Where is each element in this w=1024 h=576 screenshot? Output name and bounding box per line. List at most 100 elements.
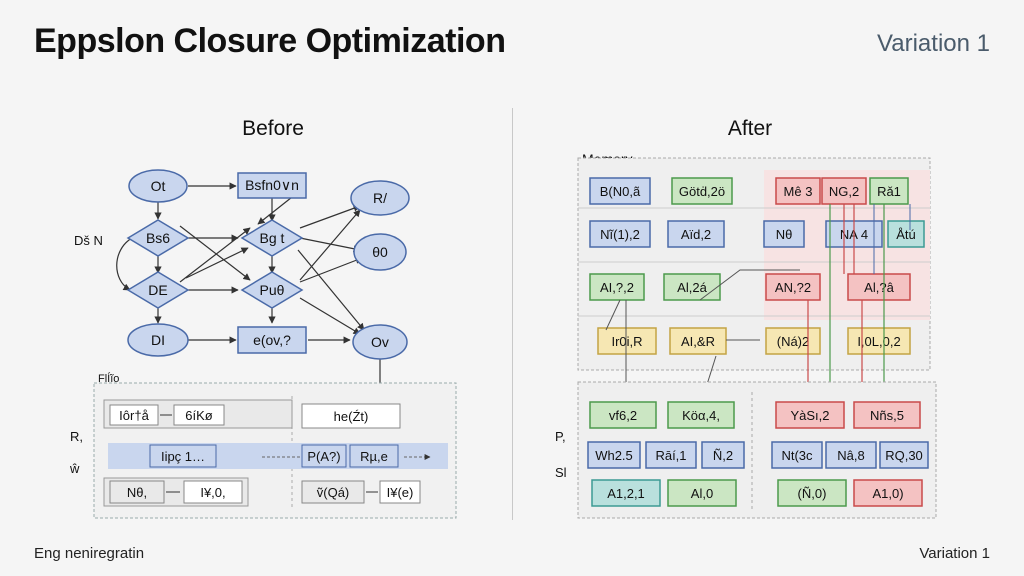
after-green-connectors [826, 204, 888, 401]
node-n4[interactable] [126, 219, 190, 257]
mem-r3-c1-label: AI,?,2 [600, 280, 634, 295]
after-b1-c2[interactable] [667, 401, 735, 429]
mem-r2-c5-label: Åtú [896, 227, 916, 242]
mem-r3-c1[interactable] [589, 273, 645, 301]
after-b3-c1-label: A1,2,1 [607, 486, 645, 501]
node-n11[interactable] [352, 324, 408, 360]
node-n9-label: DI [151, 332, 165, 348]
after-b2-c6-label: RQ,30 [885, 448, 923, 463]
mem-r4-c3-label: (Ná)2 [777, 334, 810, 349]
node-n11-label: Ov [371, 334, 389, 350]
after-b3-c1[interactable] [591, 479, 661, 507]
after-b1-c3[interactable] [775, 401, 845, 429]
mem-r2-c1-label: Nĩ(1),2 [600, 227, 640, 242]
after-b3-c3-label: (Ñ,0) [798, 486, 827, 501]
before-cell-r1b-label: 6íKø [185, 408, 213, 423]
mem-r3-c3-label: AN,?2 [775, 280, 811, 295]
node-n6-label: θ0 [372, 244, 388, 260]
after-b3-c3[interactable] [777, 479, 847, 507]
mem-r2-c2[interactable] [667, 220, 725, 248]
before-edges [116, 182, 384, 400]
before-cell-r3b[interactable] [183, 480, 243, 504]
node-n5-label: Bg t [260, 230, 285, 246]
after-heading: After [728, 117, 772, 140]
before-cell-r3d-label: I¥(e) [387, 485, 414, 500]
footer-caption: Eng neniregratin [34, 545, 145, 562]
after-b2-c1[interactable] [587, 441, 641, 469]
before-cell-r2c[interactable] [349, 444, 399, 468]
node-n3-label: R/ [373, 190, 387, 206]
after-b3-c4-label: A1,0) [872, 486, 903, 501]
before-cell-r1a[interactable] [109, 404, 159, 426]
node-n1[interactable] [128, 169, 188, 203]
mem-r3-c4[interactable] [847, 273, 911, 301]
mem-r4-c2-label: AI,&R [681, 334, 715, 349]
mem-r2-c1[interactable] [589, 220, 651, 248]
after-b2-c2-label: Rāí,1 [655, 448, 686, 463]
after-b1-c1-label: vf6,2 [609, 408, 637, 423]
before-cell-r1a-label: Iôr†å [119, 408, 149, 423]
before-cell-r1b[interactable] [173, 404, 225, 426]
after-b3-c4[interactable] [853, 479, 923, 507]
mem-r2-c3[interactable] [763, 220, 805, 248]
mem-r4-c1[interactable] [597, 327, 657, 355]
node-n10[interactable] [237, 326, 307, 354]
mem-r4-c2[interactable] [669, 327, 727, 355]
after-b2-c3[interactable] [701, 441, 745, 469]
after-b2-c5-label: Nâ,8 [837, 448, 864, 463]
node-n1-label: Ot [151, 178, 166, 194]
before-cell-r3c[interactable] [301, 480, 365, 504]
before-heading: Before [242, 117, 304, 140]
mem-r4-c4[interactable] [847, 327, 911, 355]
mem-r4-c1-label: Ir0i,R [611, 334, 642, 349]
after-b3-c2-label: Al,0 [691, 486, 713, 501]
before-cell-r3d[interactable] [379, 480, 421, 504]
node-n4-label: Bs6 [146, 230, 170, 246]
mem-r1-c2[interactable] [671, 177, 733, 205]
mem-r2-c5[interactable] [887, 220, 925, 248]
mem-r3-c3[interactable] [765, 273, 821, 301]
before-side-label-ds: Dš N [74, 233, 103, 248]
before-cell-r1c-label: he(Źt) [334, 409, 369, 424]
mem-r1-c4[interactable] [821, 177, 867, 205]
mem-r1-c4-label: NG,2 [829, 184, 859, 199]
before-side-label-w: ŵ [69, 461, 80, 476]
mem-r1-c5-label: Rǎ1 [877, 184, 901, 199]
mem-r3-c2[interactable] [663, 273, 721, 301]
after-side-label-p: P, [555, 429, 566, 444]
after-b1-c3-label: YàSı,2 [790, 408, 829, 423]
after-b1-c1[interactable] [589, 401, 657, 429]
mem-r3-c4-label: Al,?â [864, 280, 894, 295]
mem-r4-c3[interactable] [765, 327, 821, 355]
after-b2-c5[interactable] [825, 441, 877, 469]
node-n3[interactable] [350, 180, 410, 216]
after-b1-c2-label: Köα,4, [682, 408, 720, 423]
after-b1-c4[interactable] [853, 401, 921, 429]
node-n5[interactable] [240, 219, 304, 257]
page-title: Eppslon Closure Optimization [34, 22, 506, 60]
node-n9[interactable] [127, 323, 189, 357]
node-n7[interactable] [126, 271, 190, 309]
after-b1-c4-label: Nñs,5 [870, 408, 904, 423]
after-b3-c2[interactable] [667, 479, 737, 507]
before-cell-r3a-label: Nθ, [127, 485, 147, 500]
after-b2-c2[interactable] [645, 441, 697, 469]
node-n2[interactable] [237, 172, 307, 199]
mem-r1-c5[interactable] [869, 177, 909, 205]
before-cell-r3a[interactable] [109, 480, 165, 504]
variation-badge: Variation 1 [877, 30, 990, 57]
before-table-header: FlÍĩo [98, 372, 119, 385]
before-cell-r3b-label: I¥,0, [200, 485, 225, 500]
after-b2-c6[interactable] [879, 441, 929, 469]
before-cell-r2a[interactable] [149, 444, 217, 468]
mem-r1-c1[interactable] [589, 177, 651, 205]
after-b2-c3-label: Ñ,2 [713, 448, 733, 463]
before-cell-r2b[interactable] [301, 444, 347, 468]
before-cell-r1c[interactable] [301, 403, 401, 429]
node-n6[interactable] [353, 233, 407, 271]
mem-r1-c3[interactable] [775, 177, 821, 205]
node-n8[interactable] [240, 271, 304, 309]
after-b2-c4[interactable] [771, 441, 823, 469]
node-n2-label: Bsfn0∨n [245, 177, 299, 193]
after-side-label-s: Sl [555, 465, 567, 480]
